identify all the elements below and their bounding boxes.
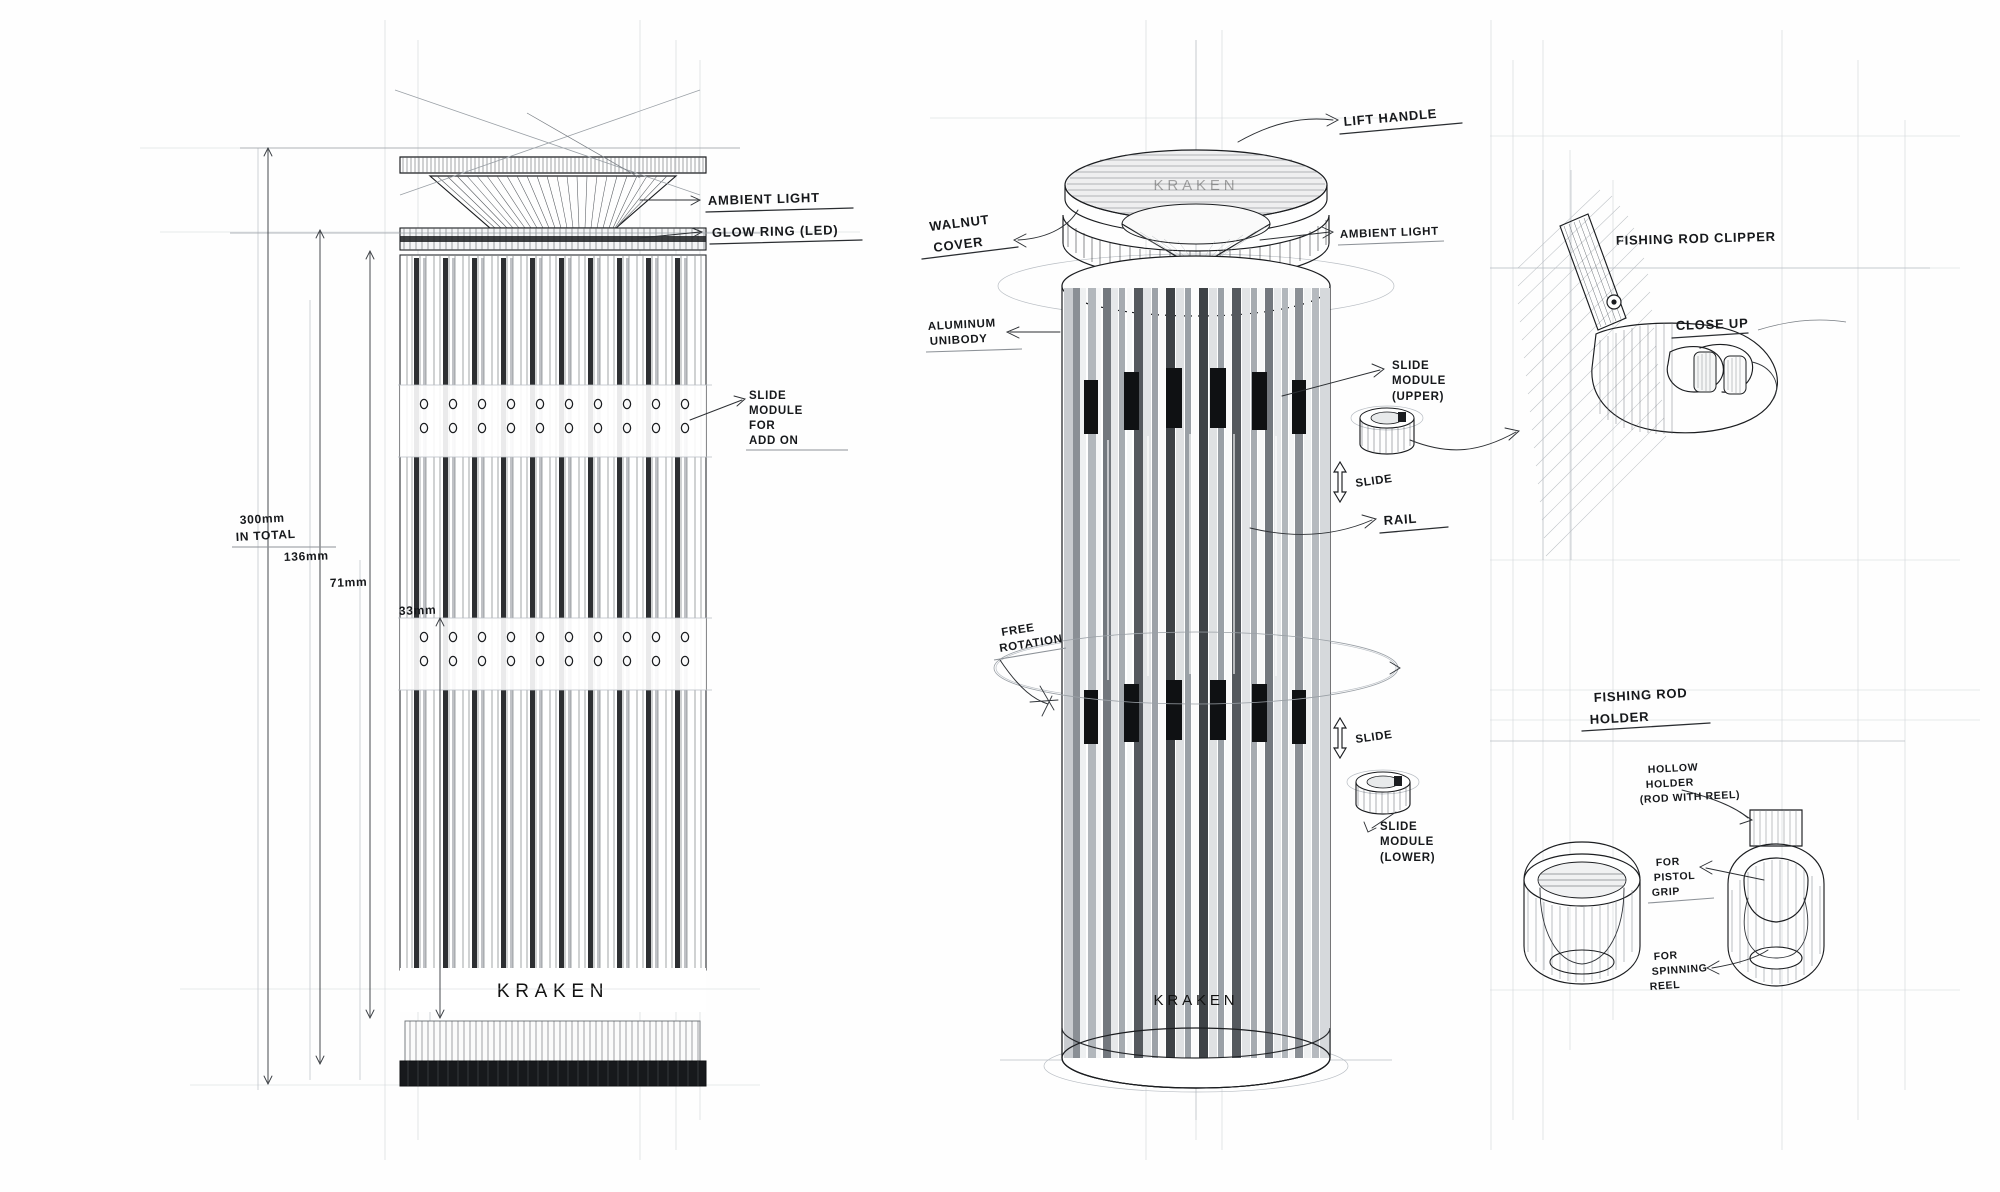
callout-hollow-holder-l3: (ROD WITH REEL) — [1640, 789, 1741, 806]
callout-slide-module-addon-l2: MODULE — [749, 405, 803, 417]
callout-close-up: CLOSE UP — [1671, 315, 1847, 339]
callout-walnut-cover-l2: COVER — [933, 234, 985, 255]
callout-glow-ring: GLOW RING (LED) — [639, 222, 863, 245]
callout-slide-module-lower-l1: SLIDE — [1380, 821, 1417, 833]
dimension-total-value: 300mm — [239, 511, 285, 527]
callout-slide-module-lower: SLIDE MODULE (LOWER) — [1363, 811, 1435, 864]
callout-slide-module-upper: SLIDE MODULE (UPPER) — [1281, 360, 1446, 403]
callout-ambient-light-perspective: AMBIENT LIGHT — [1259, 226, 1445, 246]
callout-aluminum-unibody: ALUMINUM UNIBODY — [925, 317, 1061, 353]
callout-for-pistol-grip-l1: FOR — [1656, 856, 1681, 869]
callout-slide-module-lower-l3: (LOWER) — [1380, 852, 1435, 864]
body-elevation — [398, 254, 712, 1012]
callout-free-rotation-l1: FREE — [1001, 622, 1036, 639]
slide-module-upper-part — [1350, 405, 1521, 455]
callout-ambient-light-perspective-label: AMBIENT LIGHT — [1340, 226, 1439, 241]
dimension-mid-value: 71mm — [330, 575, 368, 590]
callout-rail: RAIL — [1249, 511, 1449, 535]
dimension-total-note: IN TOTAL — [235, 527, 296, 544]
slide-arrow-lower: SLIDE — [1332, 716, 1394, 760]
callout-for-pistol-grip: FOR PISTOL GRIP — [1647, 856, 1765, 904]
callout-glow-ring-label: GLOW RING (LED) — [712, 222, 839, 240]
callout-for-spinning-reel-l1: FOR — [1653, 949, 1678, 963]
callout-for-spinning-reel: FOR SPINNING REEL — [1649, 949, 1769, 993]
dimension-total: 300mm IN TOTAL — [232, 511, 336, 548]
callout-close-up-label: CLOSE UP — [1676, 315, 1749, 333]
slide-module-lower-part — [1346, 769, 1420, 815]
front-wordmark: KRAKEN — [497, 981, 609, 1002]
slide-module-lower-elevation — [398, 617, 712, 691]
callout-walnut-cover-l1: WALNUT — [929, 212, 991, 234]
callout-hollow-holder-l1: HOLLOW — [1648, 761, 1699, 776]
clipper-arm — [1559, 213, 1627, 331]
slide-module-upper-elevation — [398, 384, 712, 458]
slide-arrow-upper: SLIDE — [1332, 460, 1394, 504]
perspective-wordmark: KRAKEN — [1153, 992, 1238, 1009]
callout-rail-label: RAIL — [1383, 511, 1417, 528]
dimension-body-value: 136mm — [284, 548, 329, 564]
callout-for-pistol-grip-l3: GRIP — [1652, 886, 1681, 899]
slide-label-lower: SLIDE — [1355, 729, 1394, 746]
clipper-body — [1591, 322, 1778, 434]
callout-aluminum-unibody-l2: UNIBODY — [930, 333, 988, 348]
base-plinth — [399, 1020, 707, 1087]
fishing-rod-holder-title-l1: FISHING ROD — [1593, 685, 1687, 705]
callout-for-pistol-grip-l2: PISTOL — [1654, 870, 1696, 884]
walnut-cover-lid: KRAKEN — [1064, 149, 1328, 235]
callout-slide-module-upper-l1: SLIDE — [1392, 360, 1429, 372]
dimension-slot-value: 33mm — [399, 603, 437, 618]
fishing-rod-clipper-title: FISHING ROD CLIPPER — [1616, 229, 1776, 248]
perspective-lid-wordmark: KRAKEN — [1153, 177, 1238, 194]
callout-hollow-holder: HOLLOW HOLDER (ROD WITH REEL) — [1640, 761, 1754, 825]
callout-ambient-light-front: AMBIENT LIGHT — [526, 112, 854, 213]
fishing-rod-holder-title-l2: HOLDER — [1589, 709, 1649, 727]
callout-for-spinning-reel-l3: REEL — [1649, 979, 1680, 993]
callout-hollow-holder-l2: HOLDER — [1646, 776, 1695, 791]
callout-walnut-cover: WALNUT COVER — [921, 209, 1079, 260]
callout-slide-module-upper-l3: (UPPER) — [1392, 391, 1444, 403]
holder-pistol-grip-right — [1727, 809, 1825, 987]
callout-slide-module-lower-l2: MODULE — [1380, 836, 1434, 848]
slide-label-upper: SLIDE — [1355, 473, 1394, 490]
callout-slide-module-addon: SLIDE MODULE FOR ADD ON — [689, 390, 848, 451]
callout-slide-module-addon-l4: ADD ON — [749, 435, 799, 447]
callout-slide-module-addon-l3: FOR — [749, 420, 775, 432]
holder-ring-left — [1523, 841, 1641, 985]
callout-slide-module-upper-l2: MODULE — [1392, 375, 1446, 387]
callout-for-spinning-reel-l2: SPINNING — [1651, 962, 1707, 978]
callout-slide-module-addon-l1: SLIDE — [749, 390, 786, 402]
callout-aluminum-unibody-l1: ALUMINUM — [928, 317, 997, 333]
glow-ring-band — [399, 227, 707, 251]
perspective-body: KRAKEN — [1061, 255, 1331, 1089]
callout-ambient-light-front-label: AMBIENT LIGHT — [708, 190, 820, 208]
